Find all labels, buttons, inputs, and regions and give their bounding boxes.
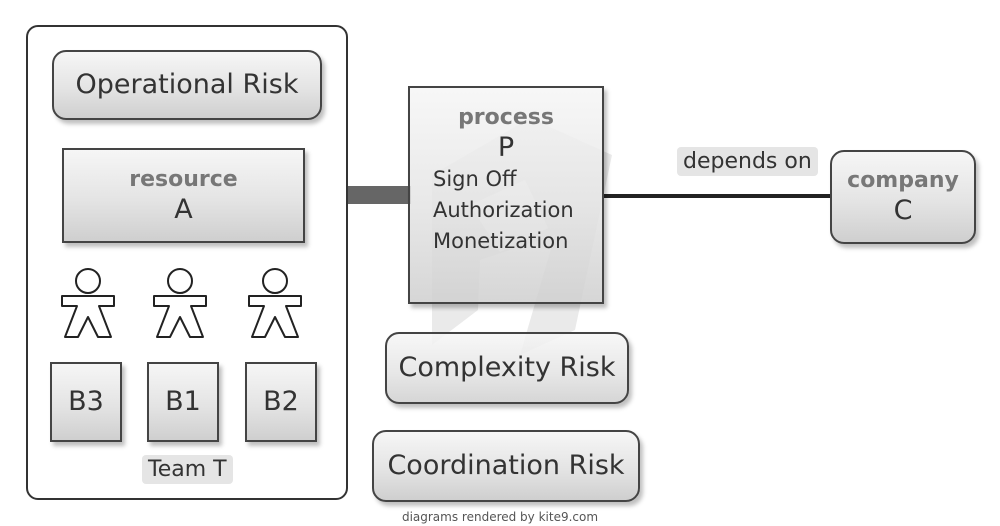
person-icon xyxy=(248,268,302,338)
process-line: Authorization xyxy=(433,198,574,222)
person-icon xyxy=(153,268,207,338)
company-type-label: company xyxy=(847,168,959,193)
company-box[interactable]: company C xyxy=(830,150,976,244)
operational-risk-label: Operational Risk xyxy=(75,69,299,100)
process-box[interactable]: process P Sign Off Authorization Monetiz… xyxy=(408,86,604,304)
complexity-risk-box[interactable]: Complexity Risk xyxy=(385,332,629,404)
operational-risk-box[interactable]: Operational Risk xyxy=(52,50,322,120)
resource-name: A xyxy=(174,193,193,225)
member-box-b3[interactable]: B3 xyxy=(50,362,122,442)
coordination-risk-label: Coordination Risk xyxy=(387,450,625,481)
process-line: Monetization xyxy=(433,229,569,253)
resource-type-label: resource xyxy=(129,166,238,192)
complexity-risk-label: Complexity Risk xyxy=(398,352,616,383)
coordination-risk-box[interactable]: Coordination Risk xyxy=(372,430,640,502)
member-box-b1[interactable]: B1 xyxy=(147,362,219,442)
process-line: Sign Off xyxy=(433,167,517,191)
process-type-label: process xyxy=(458,105,554,130)
team-label: Team T xyxy=(142,455,233,484)
process-name: P xyxy=(497,132,515,163)
resource-box[interactable]: resource A xyxy=(62,148,305,243)
depends-on-label: depends on xyxy=(677,147,818,176)
footer-credit: diagrams rendered by kite9.com xyxy=(401,510,599,524)
member-label: B3 xyxy=(68,386,104,417)
member-box-b2[interactable]: B2 xyxy=(245,362,317,442)
member-label: B2 xyxy=(263,386,299,417)
member-label: B1 xyxy=(165,386,201,417)
company-name: C xyxy=(893,195,913,226)
person-icon xyxy=(61,268,115,338)
